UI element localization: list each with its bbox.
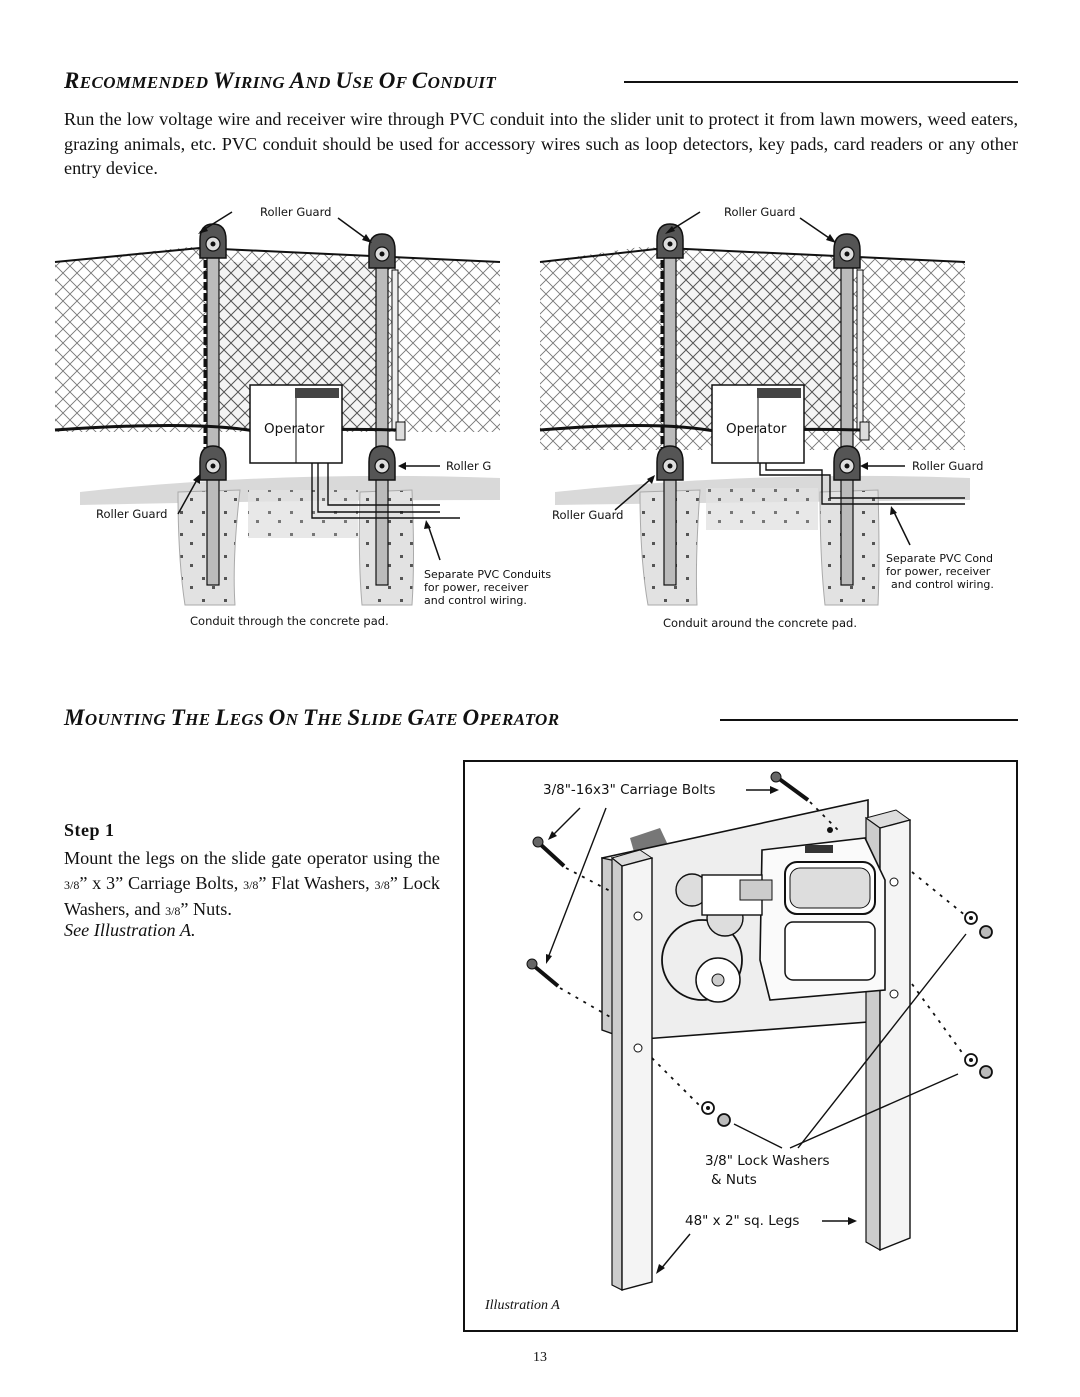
lock-washers-line2: & Nuts	[711, 1172, 757, 1188]
right-operator-label: Operator	[726, 421, 787, 437]
right-pvc-line1: Separate PVC Cond	[886, 552, 994, 565]
right-figure-caption: Conduit around the concrete pad.	[663, 616, 857, 630]
nut-icon	[717, 925, 993, 1127]
right-fence-diagram	[539, 211, 970, 606]
illustration-a-drawing	[526, 771, 993, 1291]
left-pvc-line3: and control wiring.	[424, 594, 527, 607]
left-roller-guard-top-label: Roller Guard	[260, 205, 332, 219]
page-number: 13	[533, 1350, 547, 1365]
left-operator-label: Operator	[264, 421, 325, 437]
left-fence-diagram	[54, 211, 501, 606]
right-pvc-line3: and control wiring.	[891, 578, 994, 591]
carriage-bolts-label: 3/8"-16x3" Carriage Bolts	[543, 782, 716, 798]
washer-icon	[701, 911, 978, 1115]
right-pvc-line2: for power, receiver	[886, 565, 991, 578]
right-pvc-conduit-label: Separate PVC Cond for power, receiver an…	[886, 552, 1016, 591]
operator-box-icon	[759, 827, 886, 1001]
lock-washers-line1: 3/8" Lock Washers	[705, 1153, 830, 1169]
step-title: Step 1	[64, 820, 115, 840]
legs-label: 48" x 2" sq. Legs	[685, 1213, 800, 1229]
wiring-diagrams	[54, 211, 970, 606]
illustration-a-frame	[463, 760, 1018, 1332]
see-illustration: See Illustration A.	[64, 920, 196, 940]
heading-rule	[624, 81, 1018, 83]
right-roller-guard-right-label: Roller Guard	[912, 459, 984, 473]
section-heading-wiring: Recommended Wiring and Use of Conduit	[64, 68, 497, 93]
left-pvc-line2: for power, receiver	[424, 581, 529, 594]
motor-icon	[661, 873, 773, 1003]
step-text: Mount the legs on the slide gate operato…	[64, 848, 440, 919]
left-pvc-conduit-label: Separate PVC Conduits for power, receive…	[424, 568, 551, 607]
left-pvc-line1: Separate PVC Conduits	[424, 568, 552, 581]
wiring-paragraph: Run the low voltage wire and receiver wi…	[64, 109, 1018, 178]
right-roller-guard-left-label: Roller Guard	[552, 508, 624, 522]
carriage-bolt-icon	[526, 771, 810, 988]
section-heading-mounting: Mounting The Legs on the Slide Gate Oper…	[64, 705, 560, 730]
right-roller-guard-top-label: Roller Guard	[724, 205, 796, 219]
heading-rule-2	[720, 719, 1018, 721]
lock-washers-label: 3/8" Lock Washers & Nuts	[705, 1152, 830, 1190]
illustration-a-caption: Illustration A	[485, 1298, 560, 1313]
operator-box-icon	[249, 384, 343, 464]
left-roller-guard-left-label: Roller Guard	[96, 507, 168, 521]
left-roller-guard-right-label: Roller G	[446, 459, 492, 473]
left-figure-caption: Conduit through the concrete pad.	[190, 614, 389, 628]
